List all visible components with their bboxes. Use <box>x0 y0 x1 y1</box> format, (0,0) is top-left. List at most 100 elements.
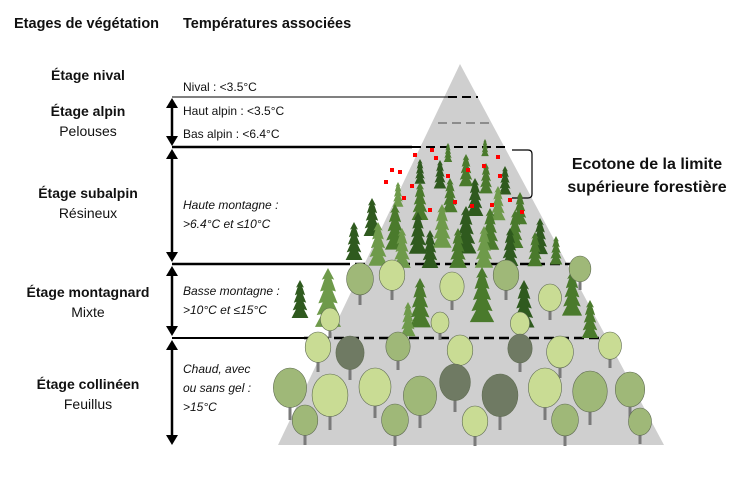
conifer-tree <box>400 302 416 337</box>
zone-montagnard-sub: Mixte <box>71 304 105 320</box>
broadleaf-tree <box>481 373 519 417</box>
conifer-tree <box>414 159 426 184</box>
tree-trunk <box>450 296 454 310</box>
tree-trunk <box>563 431 567 446</box>
ecotone-dot <box>430 148 434 152</box>
ecotone-dot <box>508 198 512 202</box>
ecotone-dot <box>453 200 457 204</box>
zone-subalpin-name: Étage subalpin <box>38 185 138 201</box>
conifer-tree <box>409 278 431 328</box>
ecotone-dot <box>428 208 432 212</box>
tree-trunk <box>396 356 400 370</box>
broadleaf-tree <box>358 367 392 407</box>
tree-trunk <box>548 307 552 320</box>
tree-trunk <box>558 363 562 378</box>
ecotone-label-line2: supérieure forestière <box>567 179 727 196</box>
zone-subalpin-sub: Résineux <box>58 205 118 221</box>
tree-trunk <box>518 358 522 372</box>
broadleaf-tree <box>538 283 562 312</box>
broadleaf-tree <box>628 407 652 436</box>
temp-montagnard-line1: Basse montagne : <box>183 284 280 298</box>
conifer-tree <box>368 222 388 266</box>
tree-trunk <box>543 401 547 420</box>
header-zones: Etages de végétation <box>14 16 160 32</box>
broadleaf-tree <box>568 255 592 283</box>
broadleaf-tree <box>461 405 489 437</box>
ecotone-dots <box>384 148 524 214</box>
broadleaf-tree <box>378 259 406 291</box>
broadleaf-tree <box>346 262 374 296</box>
ecotone-dot <box>384 180 388 184</box>
ecotone-bracket <box>512 149 533 199</box>
conifer-tree <box>449 228 467 268</box>
broadleaf-tree <box>551 403 579 437</box>
zone-collineen-sub: Feuillus <box>63 396 113 412</box>
header-temperatures: Températures associées <box>183 16 352 32</box>
conifer-tree <box>479 163 493 194</box>
ecotone-dot <box>434 156 438 160</box>
conifer-tree <box>498 166 512 195</box>
broadleaf-tree <box>311 373 349 417</box>
conifer-tree <box>291 280 309 318</box>
zone-alpin-sub: Pelouses <box>59 123 117 139</box>
conifer-tree <box>411 182 429 220</box>
temp-nival: Nival : <3.5°C <box>183 80 257 94</box>
broadleaf-tree <box>385 331 411 362</box>
tree-trunk <box>438 330 442 340</box>
broadleaf-tree <box>572 370 608 413</box>
broadleaf-tree <box>430 311 450 334</box>
broadleaf-tree <box>528 367 562 408</box>
zone-montagnard-name: Étage montagnard <box>26 284 150 300</box>
broadleaf-tree <box>439 363 471 401</box>
conifer-tree <box>490 186 506 221</box>
tree-trunk <box>418 409 422 428</box>
broadleaf-tree <box>492 259 520 291</box>
conifer-tree <box>408 212 428 254</box>
broadleaf-tree <box>546 335 574 369</box>
temp-collineen-line3: >15°C <box>183 400 217 414</box>
conifer-tree <box>443 143 453 162</box>
temp-subalpin-line2: >6.4°C et ≤10°C <box>183 217 271 231</box>
conifer-tree <box>421 230 439 268</box>
broadleaf-tree <box>273 367 307 408</box>
ecotone-dot <box>390 168 394 172</box>
trees-layer <box>273 139 652 446</box>
tree-trunk <box>328 410 332 430</box>
ecotone-dot <box>498 174 502 178</box>
ecotone-dot <box>496 155 500 159</box>
broadleaf-tree <box>403 375 437 416</box>
tree-trunk <box>498 410 502 430</box>
conifer-tree <box>581 300 599 338</box>
tree-trunk <box>578 278 582 290</box>
conifer-tree <box>501 228 519 266</box>
broadleaf-tree <box>439 271 465 302</box>
broadleaf-tree <box>320 307 340 332</box>
zone-nival-name: Étage nival <box>51 67 125 83</box>
ecotone-dot <box>520 210 524 214</box>
tree-trunk <box>373 400 377 418</box>
conifer-tree <box>474 226 494 268</box>
tree-trunk <box>358 290 362 305</box>
conifer-tree <box>527 232 543 267</box>
tree-trunk <box>638 431 642 444</box>
broadleaf-tree <box>614 371 646 408</box>
ecotone-dot <box>402 196 406 200</box>
ecotone-label-line1: Ecotone de la limite <box>571 156 723 173</box>
montagnard-arrow <box>166 266 178 336</box>
tree-trunk <box>628 401 632 418</box>
temp-collineen-line2: ou sans gel : <box>183 381 252 395</box>
tree-trunk <box>390 286 394 300</box>
zone-collineen-name: Étage collinéen <box>36 376 140 392</box>
conifer-tree <box>561 270 583 316</box>
tree-trunk <box>453 395 457 412</box>
tree-trunk <box>608 355 612 368</box>
conifer-tree <box>345 222 363 260</box>
tree-trunk <box>504 286 508 300</box>
tree-trunk <box>348 364 352 380</box>
collineen-arrow <box>166 340 178 445</box>
temp-haut-alpin: Haut alpin : <3.5°C <box>183 104 285 118</box>
ecotone-dot <box>446 174 450 178</box>
conifer-tree <box>481 139 489 157</box>
